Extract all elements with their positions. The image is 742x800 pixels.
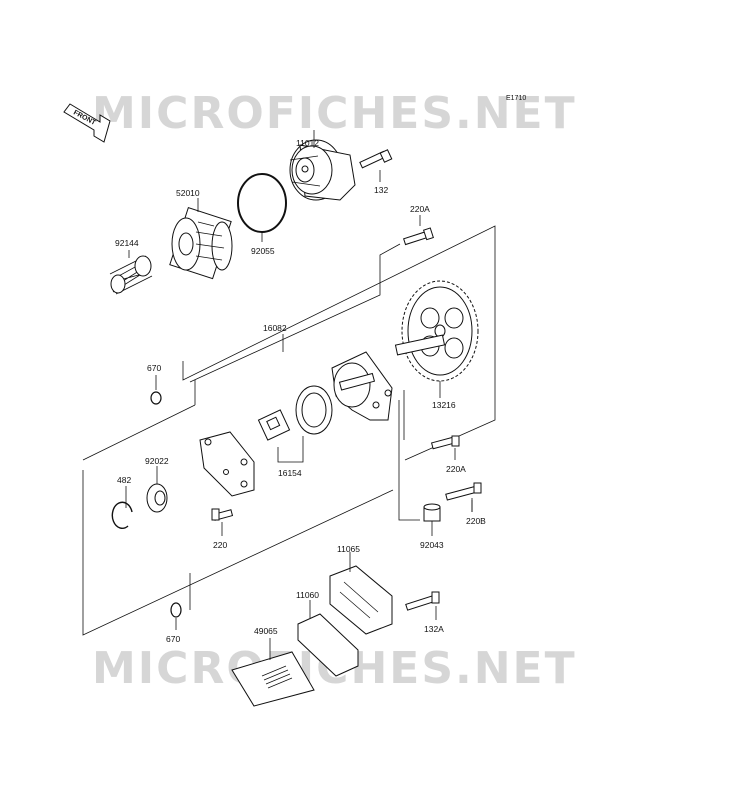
part-16154-rotor	[257, 385, 333, 463]
label-49065: 49065	[254, 626, 278, 636]
label-11060: 11060	[296, 590, 319, 600]
label-482: 482	[117, 475, 131, 485]
label-132: 132	[374, 185, 388, 195]
part-11060-gasket	[297, 600, 359, 677]
part-labels: 11012 132 52010 92055 92144 220A 16082 6…	[115, 138, 486, 644]
label-92022: 92022	[145, 456, 169, 466]
part-220A-bolt-lower	[430, 435, 460, 460]
part-52010-oil-filter	[169, 198, 233, 280]
part-670-oring-bottom	[170, 602, 182, 630]
watermark-top: MICROFICHES.NET	[92, 88, 577, 139]
part-11065-cover-plate	[329, 552, 393, 635]
part-132-bolt	[359, 149, 393, 182]
label-11065: 11065	[337, 544, 360, 554]
part-92043-dowel	[423, 503, 441, 536]
label-92144: 92144	[115, 238, 139, 248]
part-pump-cover	[199, 431, 255, 497]
label-11012: 11012	[296, 138, 319, 148]
label-92043: 92043	[420, 540, 444, 550]
part-220A-bolt-top	[403, 215, 434, 246]
label-92055: 92055	[251, 246, 275, 256]
part-92144-spring	[109, 250, 153, 295]
label-52010: 52010	[176, 188, 200, 198]
part-13216-gear	[394, 280, 479, 398]
label-670-bottom: 670	[166, 634, 180, 644]
label-132A: 132A	[424, 624, 444, 634]
diagram-code: E1710	[506, 95, 526, 102]
label-16154: 16154	[278, 468, 302, 478]
label-220B: 220B	[466, 516, 486, 526]
part-482-circlip	[111, 486, 133, 529]
label-220: 220	[213, 540, 227, 550]
assembly-frame	[82, 225, 496, 636]
label-670-top: 670	[147, 363, 161, 373]
part-670-oring-top	[150, 375, 162, 405]
label-220A-lower: 220A	[446, 464, 466, 474]
label-220A-top: 220A	[410, 204, 430, 214]
part-92022-washer	[146, 466, 168, 513]
part-220B-bolt	[445, 482, 482, 512]
label-13216: 13216	[432, 400, 456, 410]
part-132A-bolt	[405, 591, 440, 620]
part-92055-o-ring	[237, 173, 287, 242]
part-pump-body	[331, 351, 393, 421]
part-220-bolt	[211, 508, 234, 536]
label-16082: 16082	[263, 323, 287, 333]
part-49065-strainer	[231, 638, 315, 707]
part-11012-filter-cover	[289, 130, 356, 201]
